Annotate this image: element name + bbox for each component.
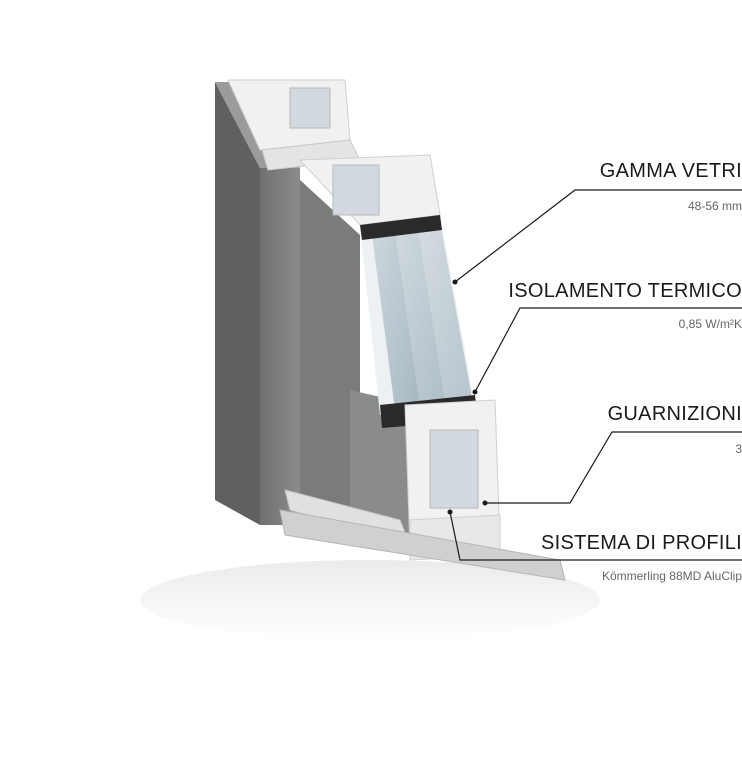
threshold-sill [279, 489, 566, 581]
label-title: GUARNIZIONI [607, 403, 742, 425]
label-title: SISTEMA DI PROFILI [541, 532, 742, 554]
label-isolamento-termico: ISOLAMENTO TERMICO 0,85 W/m²K [508, 280, 742, 331]
label-sistema-di-profili: SISTEMA DI PROFILI Kömmerling 88MD AluCl… [541, 532, 742, 583]
label-value: Kömmerling 88MD AluClip [601, 569, 742, 583]
floor-shadow [140, 560, 600, 640]
top-profile [227, 79, 441, 226]
label-value: 48-56 mm [687, 199, 742, 213]
leader-guarnizioni [485, 431, 742, 504]
glazing-unit [360, 215, 478, 428]
leader-dots [447, 279, 488, 515]
leader-isolamento [474, 307, 742, 393]
leader-gamma-vetri [454, 189, 742, 283]
door-leaf [300, 180, 415, 545]
leader-sistema [449, 511, 742, 561]
label-value: 3 [735, 442, 742, 456]
label-gamma-vetri: GAMMA VETRI 48-56 mm [600, 160, 742, 213]
label-title: ISOLAMENTO TERMICO [508, 280, 742, 302]
leader-lines [449, 189, 742, 561]
label-title: GAMMA VETRI [599, 160, 742, 182]
label-guarnizioni: GUARNIZIONI 3 [608, 403, 742, 456]
label-value: 0,85 W/m²K [678, 317, 742, 331]
